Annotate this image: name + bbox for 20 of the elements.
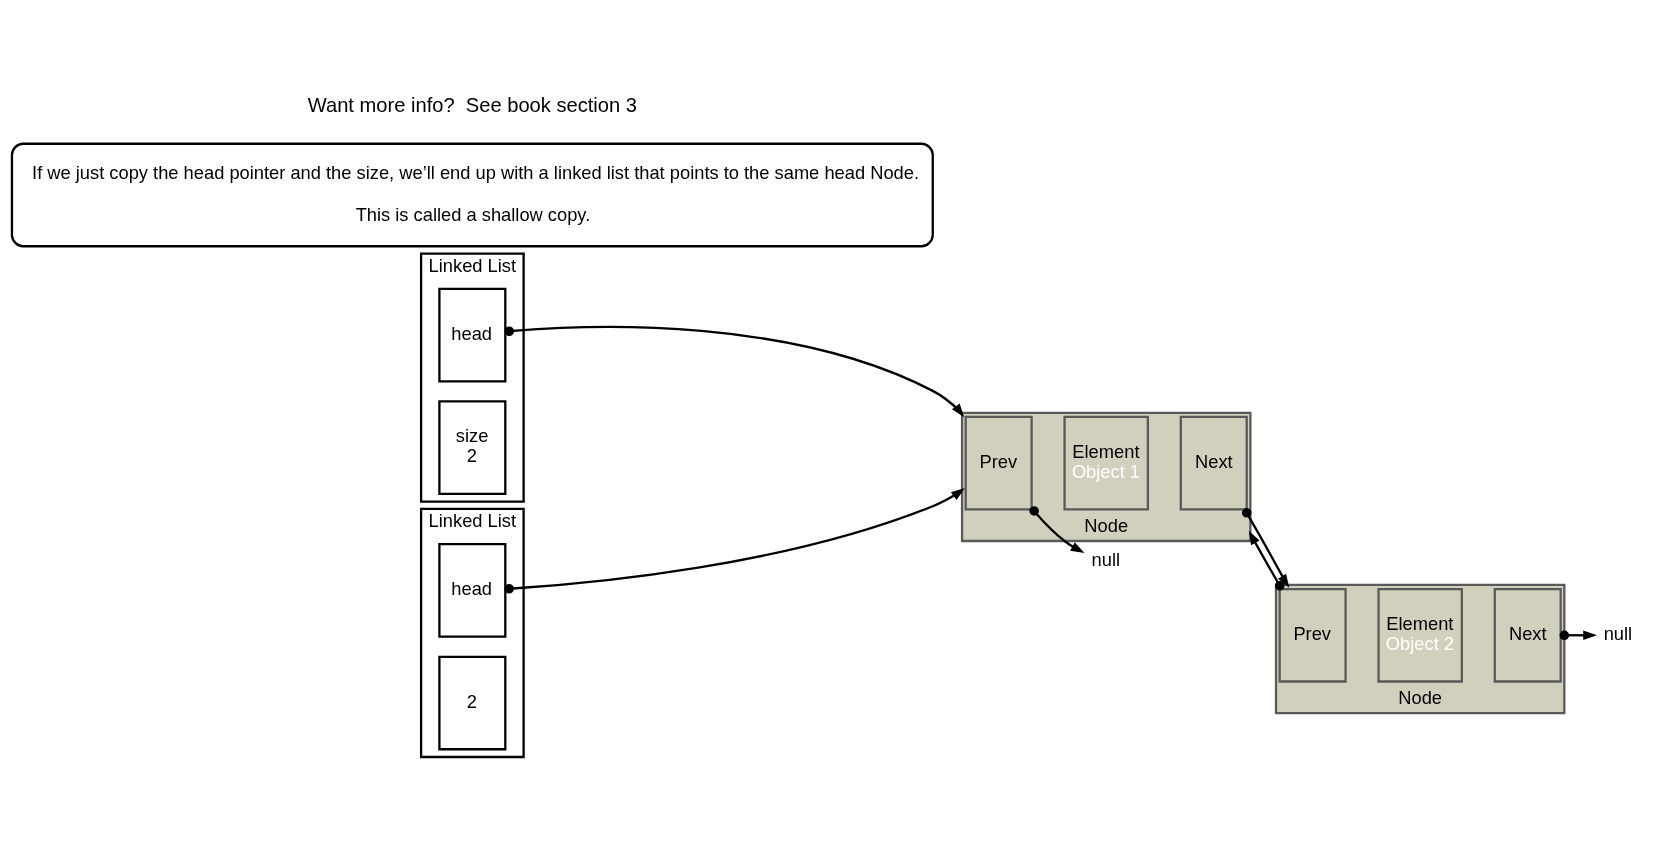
node-text: null: [1091, 548, 1121, 570]
arrow: [1241, 507, 1290, 588]
arrow: [504, 487, 965, 594]
node-box: Next: [1493, 587, 1562, 683]
node-box: Element Object 1: [1063, 415, 1149, 511]
node-box: 2: [438, 655, 507, 750]
arrow: [1248, 530, 1285, 591]
node-box: If we just copy the head pointer and the size, we’ll end up with a linked list that points to the same head Node. This is called a shallow copy.: [10, 142, 934, 247]
node-box: Prev: [1278, 587, 1347, 683]
node-box: Element Object 2: [1377, 587, 1463, 683]
node-box: head: [438, 542, 507, 638]
arrow: [504, 325, 965, 417]
label: Want more info? See book section 3: [307, 93, 637, 116]
node-box: Prev: [964, 415, 1033, 511]
node-box: head: [438, 287, 507, 382]
node-box: size 2: [438, 399, 507, 495]
node-text: null: [1603, 622, 1633, 644]
arrow: [1559, 629, 1597, 640]
node-box: Next: [1179, 415, 1248, 511]
arrow: [1029, 505, 1085, 553]
